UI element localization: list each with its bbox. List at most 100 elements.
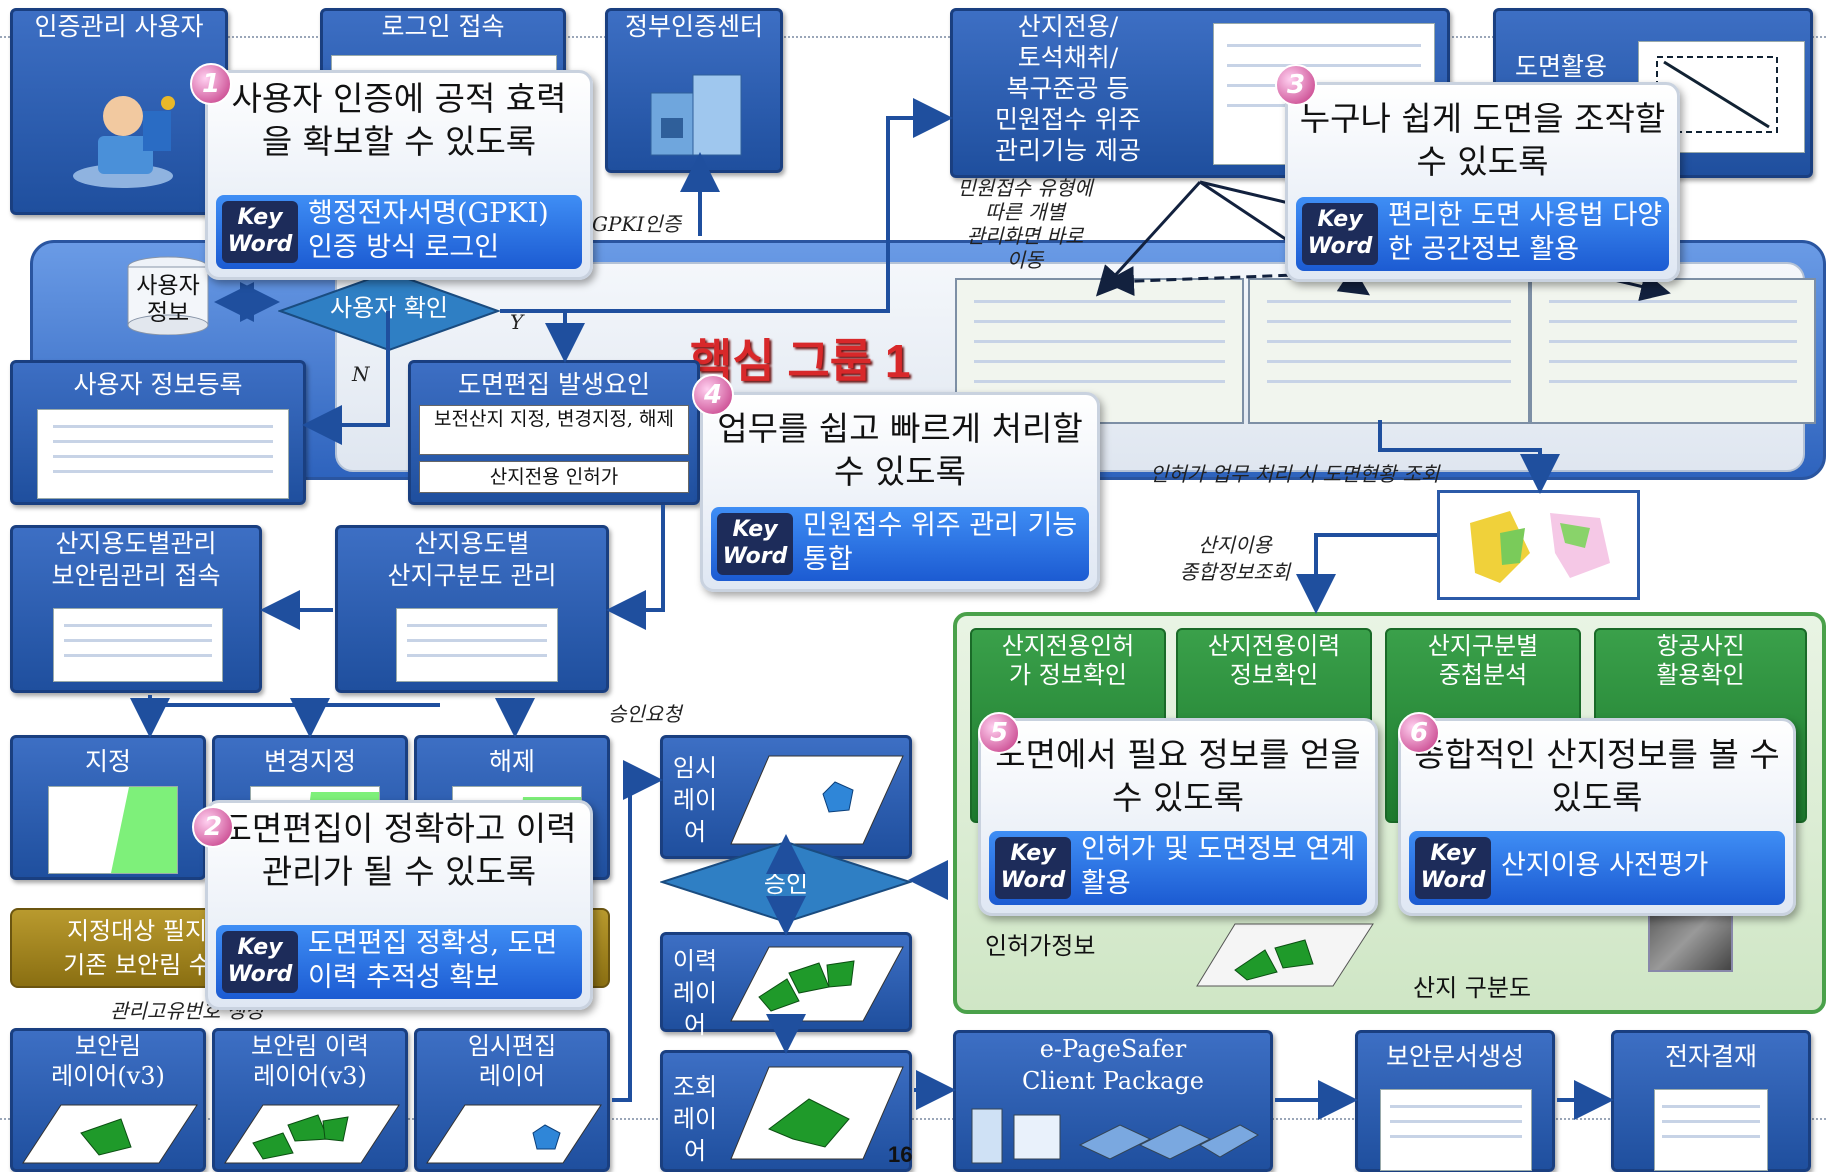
civil-line-2: 토석채취/ — [1017, 43, 1119, 72]
temp-layer-line-2: 레이어 — [672, 786, 718, 846]
user-db-line-2: 정보 — [146, 300, 190, 326]
e-approval-screenshot — [1654, 1089, 1768, 1171]
package-icons — [971, 1108, 1260, 1164]
epagesafer-line-1: e-PageSafer — [1039, 1035, 1187, 1063]
target-line-1: 지정대상 필지 — [66, 917, 208, 945]
mgmt-access-line-1: 산지용도별관리 — [55, 529, 217, 558]
query-layer-box: 조회 레이어 — [660, 1050, 912, 1172]
green-card-4-line-2: 활용확인 — [1656, 661, 1745, 689]
hist-layer-line-1: 이력 — [672, 947, 718, 975]
yes-label: Y — [510, 310, 524, 334]
e-approval-title: 전자결재 — [1664, 1042, 1757, 1071]
layer-hist-box: 보안림 이력 레이어(v3) — [212, 1028, 408, 1172]
target-line-2: 기존 보안림 수 — [63, 951, 211, 979]
temp-edit-line-1: 임시편집 — [467, 1032, 557, 1060]
civil-line-4: 민원접수 위주 — [995, 105, 1141, 134]
user-register-box: 사용자 정보등록 — [10, 360, 306, 505]
mgmt-map-box: 산지용도별 산지구분도 관리 — [335, 525, 609, 693]
no-label: N — [352, 362, 370, 386]
query-layer-line-2: 레이어 — [672, 1105, 718, 1165]
permit-query-label: 인허가 업무 처리 시 도면현황 조회 — [1150, 462, 1440, 486]
drawing-title: 도면활용 — [1514, 52, 1607, 81]
temp-edit-box: 임시편집 레이어 — [414, 1028, 610, 1172]
epagesafer-box: e-PageSafer Client Package — [953, 1030, 1273, 1172]
hist-layer-line-2: 레이어 — [672, 979, 718, 1039]
total-query-line-1: 산지이용 — [1198, 533, 1272, 557]
designation-box: 지정 — [10, 735, 206, 880]
callout-2-text: 도면편집이 정확하고 이력관리가 될 수 있도록 — [221, 809, 577, 891]
callout-5-keyword: 인허가 및 도면정보 연계활용 — [1081, 834, 1356, 899]
edit-cause-title: 도면편집 발생요인 — [458, 370, 650, 399]
green-card-2-line-1: 산지전용이력 — [1207, 632, 1341, 660]
temp-layer-box: 임시 레이어 — [660, 735, 912, 859]
release-title: 해제 — [488, 747, 535, 776]
mgmt-access-screenshot — [53, 608, 223, 682]
total-query-map — [1437, 490, 1640, 600]
civil-text: 산지전용/ 토석채취/ 복구준공 등 민원접수 위주 관리기능 제공 — [953, 11, 1183, 166]
layer-hist-line-2: 레이어(v3) — [253, 1062, 367, 1090]
callout-3-text: 누구나 쉽게 도면을 조작할 수 있도록 — [1299, 99, 1666, 181]
login-title: 로그인 접속 — [381, 12, 505, 41]
temp-edit-line-2: 레이어 — [478, 1062, 546, 1090]
callout-2-keyword: 도면편집 정확성, 도면이력 추적성 확보 — [308, 928, 558, 993]
mgmt-note-line-1: 민원접수 유형에 — [957, 176, 1093, 200]
callout-1-number: 1 — [190, 63, 232, 105]
user-icon — [73, 96, 175, 188]
security-doc-box: 보안문서생성 — [1355, 1030, 1555, 1172]
mgmt-note-line-3: 관리화면 바로 — [966, 224, 1084, 248]
layer-v3-box: 보안림 레이어(v3) — [10, 1028, 206, 1172]
callout-6-text: 종합적인 산지정보를 볼 수 있도록 — [1414, 735, 1780, 817]
top-dotted-rule — [0, 36, 1826, 38]
forest-map-label: 산지 구분도 — [1413, 974, 1532, 1002]
mgmt-screen-3 — [1530, 278, 1816, 424]
register-screenshot — [37, 409, 289, 499]
callout-4-text: 업무를 쉽고 빠르게 처리할 수 있도록 — [717, 409, 1083, 491]
edit-cause-item-2: 산지전용 인허가 — [419, 461, 689, 493]
callout-6-number: 6 — [1398, 712, 1440, 754]
query-layer-line-1: 조회 — [672, 1073, 718, 1101]
civil-line-3: 복구준공 등 — [1006, 74, 1130, 103]
security-doc-screenshot — [1380, 1089, 1532, 1171]
green-card-1-line-2: 가 정보확인 — [1008, 661, 1128, 689]
query-layer-plane — [730, 1066, 904, 1160]
bottom-dotted-rule — [0, 1118, 1826, 1120]
callout-6-keyword: 산지이용 사전평가 — [1501, 850, 1709, 881]
total-query-line-2: 종합정보조회 — [1179, 560, 1291, 584]
gov-cert-box: 정부인증센터 — [605, 8, 783, 173]
designation-map — [48, 786, 178, 874]
callout-4-keyword: 민원접수 위주 관리 기능통합 — [803, 510, 1078, 575]
callout-5-number: 5 — [978, 712, 1020, 754]
green-card-3-line-2: 중첩분석 — [1438, 661, 1528, 689]
layer-v3-line-1: 보안림 — [74, 1032, 142, 1060]
mgmt-screen-2 — [1248, 278, 1530, 424]
callout-1-keyword: 행정전자서명(GPKI) 인증 방식 로그인 — [308, 198, 549, 263]
mgmt-map-line-1: 산지용도별 — [414, 529, 530, 558]
green-layer-plane — [1196, 923, 1374, 987]
green-card-3-line-1: 산지구분별 — [1427, 632, 1539, 660]
temp-layer-line-1: 임시 — [672, 754, 718, 782]
callout-4-number: 4 — [692, 374, 734, 416]
mgmt-map-screenshot — [396, 608, 558, 682]
edit-cause-box: 도면편집 발생요인 보전산지 지정, 변경지정, 해제 산지전용 인허가 — [408, 360, 700, 505]
gpki-label: GPKI인증 — [592, 212, 682, 236]
callout-1-text: 사용자 인증에 공적 효력을 확보할 수 있도록 — [231, 79, 567, 161]
callout-5-text: 도면에서 필요 정보를 얻을 수 있도록 — [995, 735, 1361, 817]
green-card-1-line-1: 산지전용인허 — [1001, 632, 1135, 660]
temp-layer-plane — [730, 755, 904, 845]
change-designation-title: 변경지정 — [263, 747, 356, 776]
callout-3-number: 3 — [1275, 64, 1317, 106]
mgmt-screen-note: 민원접수 유형에 따른 개별 관리화면 바로 이동 — [955, 176, 1095, 272]
callout-2-number: 2 — [192, 806, 234, 848]
auth-user-box: 인증관리 사용자 — [10, 8, 228, 215]
